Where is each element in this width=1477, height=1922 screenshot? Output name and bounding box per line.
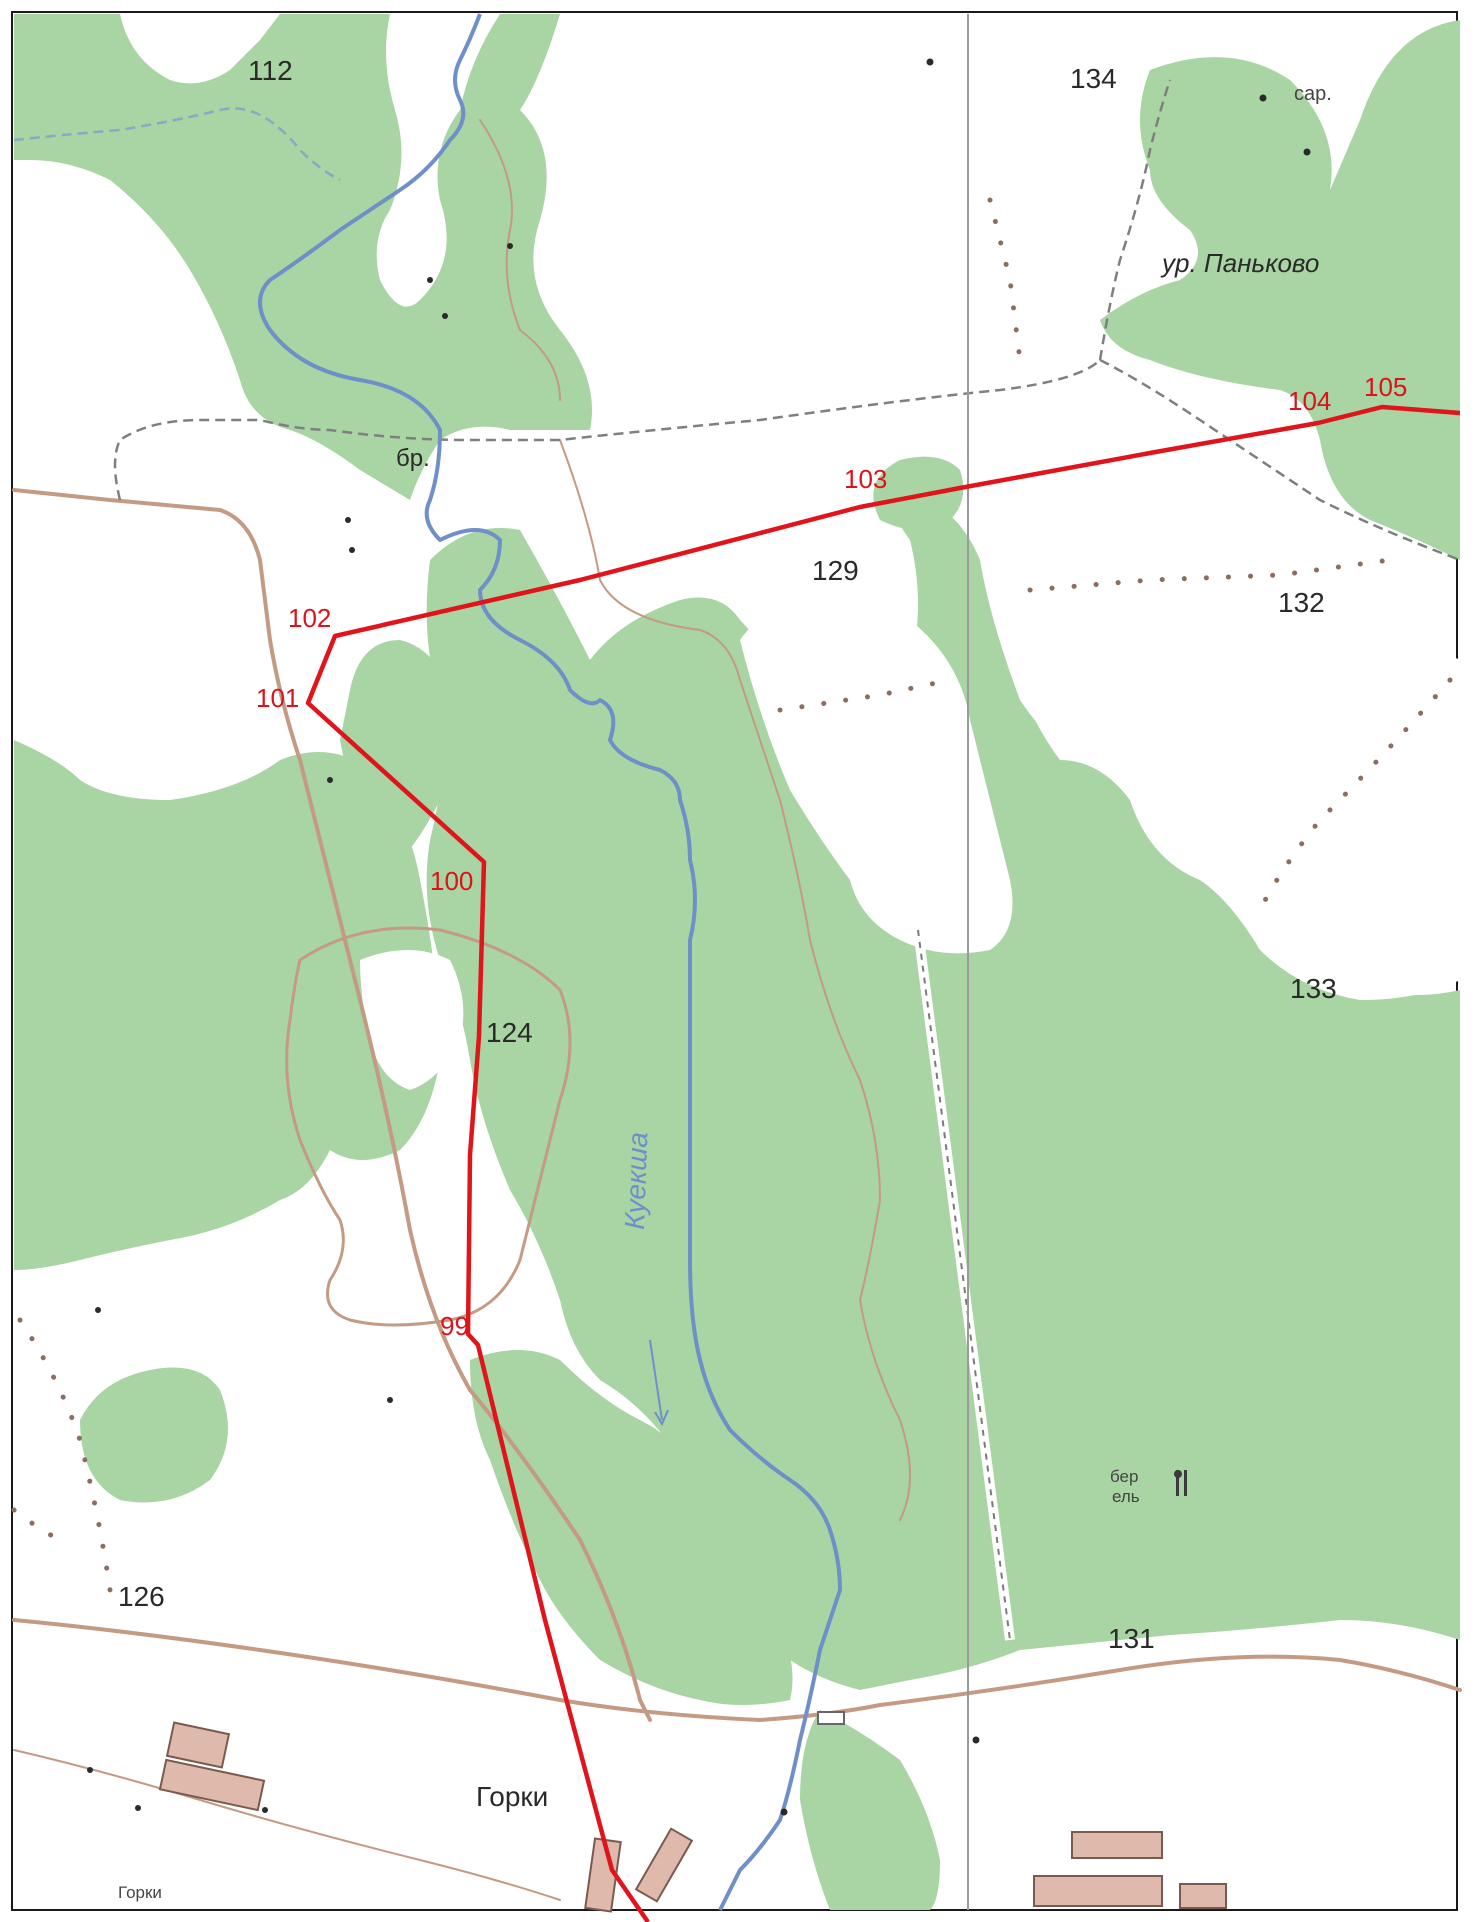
forest-near-village <box>800 1710 940 1910</box>
point-label-102: 102 <box>288 603 331 633</box>
forest-note-line1: бер <box>1110 1467 1138 1486</box>
road-village-diagonal <box>13 1749 561 1901</box>
road-ring-124 <box>285 926 572 1327</box>
point-label-105: 105 <box>1364 372 1407 402</box>
roads <box>12 119 1462 1901</box>
locality-name: ур. Паньково <box>1160 248 1319 278</box>
quarter-129: 129 <box>812 555 859 586</box>
clearings <box>360 535 1460 1090</box>
quarter-112: 112 <box>248 55 293 86</box>
clearing-133 <box>998 535 1460 1000</box>
track-east-river <box>559 439 911 1521</box>
clearing-129 <box>740 606 1013 954</box>
trails <box>13 79 1461 562</box>
point-label-104: 104 <box>1288 386 1331 416</box>
quarter-133: 133 <box>1290 973 1337 1004</box>
village-name: Горки <box>476 1781 548 1812</box>
trail-north <box>113 359 1101 501</box>
forest-north-129 <box>873 456 964 530</box>
dotted-lines <box>11 197 1453 1593</box>
forest-lower-left <box>80 1367 228 1503</box>
forest-top-right <box>1100 20 1460 560</box>
building <box>1179 1883 1227 1909</box>
point-markers <box>87 58 1311 1816</box>
point-label-103: 103 <box>844 464 887 494</box>
trail-top-left <box>13 107 341 182</box>
quarter-134: 134 <box>1070 63 1117 94</box>
bridge-icon <box>817 1711 845 1725</box>
cut-line <box>913 929 1015 1641</box>
village-name-small: Горки <box>118 1883 162 1902</box>
quarter-124: 124 <box>486 1017 533 1048</box>
buildings <box>158 1721 1227 1913</box>
road-south-main <box>12 1618 1462 1723</box>
quarter-132: 132 <box>1278 587 1325 618</box>
clearing-124 <box>360 950 464 1090</box>
point-label-100: 100 <box>430 866 473 896</box>
forest-left-middle <box>14 740 440 1270</box>
building <box>165 1721 231 1769</box>
point-label-99: 99 <box>440 1311 469 1341</box>
dots-126 <box>17 1317 113 1593</box>
building <box>1071 1831 1163 1859</box>
forest-note-line2: ель <box>1112 1487 1140 1506</box>
dots-133 <box>1257 677 1453 913</box>
quarter-labels: 112 134 129 132 124 133 126 131 <box>118 55 1337 1654</box>
quarter-131: 131 <box>1108 1623 1155 1654</box>
river-kuyeksha <box>258 13 842 1911</box>
shed-label: сар. <box>1294 83 1332 105</box>
river-name: Куекша <box>619 1131 653 1230</box>
trail-locality <box>1099 358 1461 562</box>
point-label-101: 101 <box>256 683 299 713</box>
ford-label: бр. <box>396 445 430 472</box>
trail-north-east <box>1098 79 1172 361</box>
building <box>634 1827 694 1903</box>
road-north-west <box>12 488 652 1722</box>
tree-icon <box>1174 1470 1187 1496</box>
forest-south-99 <box>470 1350 793 1705</box>
cut-line-base <box>913 929 1015 1641</box>
track-north <box>479 119 561 401</box>
building <box>158 1758 266 1812</box>
building <box>1033 1875 1163 1907</box>
flow-arrow-icon <box>649 1339 669 1427</box>
boundary-line <box>305 404 1461 1922</box>
boundary-point-labels: 99 100 101 102 103 104 105 <box>256 372 1407 1341</box>
quarter-126: 126 <box>118 1581 165 1612</box>
